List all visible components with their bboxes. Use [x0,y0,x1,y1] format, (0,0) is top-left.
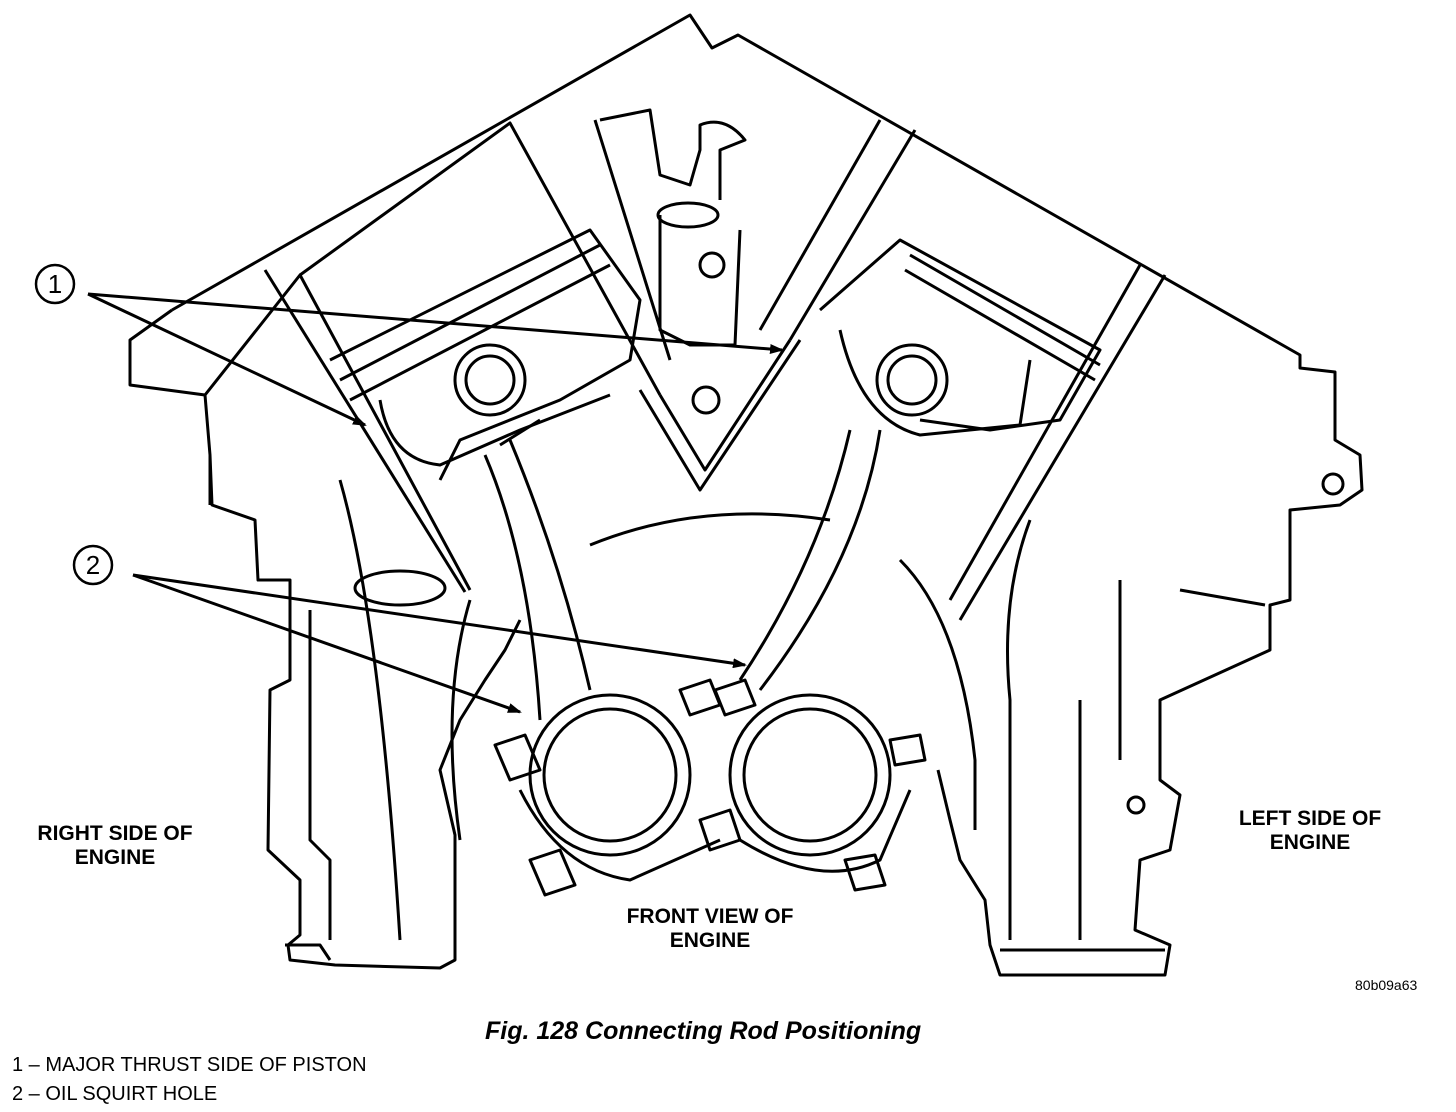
front-view-label-line2: ENGINE [669,929,751,952]
front-view-label-line1: FRONT VIEW OF [626,905,794,928]
callout-1-number: 1 [48,269,62,299]
left-side-label-line2: ENGINE [1269,831,1351,854]
callout-2: 2 [72,544,747,714]
callout-1-arrow-a [87,292,367,427]
engine-block-outline [128,13,1364,977]
left-side-label-line1: LEFT SIDE OF [1238,807,1382,830]
callout-2-number: 2 [86,550,100,580]
right-side-label-line2: ENGINE [74,846,156,869]
legend-item-2: 2 – OIL SQUIRT HOLE [12,1083,218,1105]
left-side-label: LEFT SIDE OF ENGINE [1215,807,1405,855]
callout-2-arrow-a [132,573,522,714]
right-side-label-line1: RIGHT SIDE OF [37,822,193,845]
image-code: 80b09a63 [1355,977,1418,993]
callout-1-arrow-b [87,292,784,355]
callout-1-circle [34,263,76,305]
legend-item-1: 1 – MAJOR THRUST SIDE OF PISTON [12,1054,367,1076]
callout-2-arrow-b [132,573,747,669]
callout-2-circle [72,544,114,586]
callout-1: 1 [34,263,784,427]
right-side-label: RIGHT SIDE OF ENGINE [20,822,210,870]
figure-caption: Fig. 128 Connecting Rod Positioning [485,1017,922,1045]
front-view-label: FRONT VIEW OF ENGINE [600,905,820,953]
